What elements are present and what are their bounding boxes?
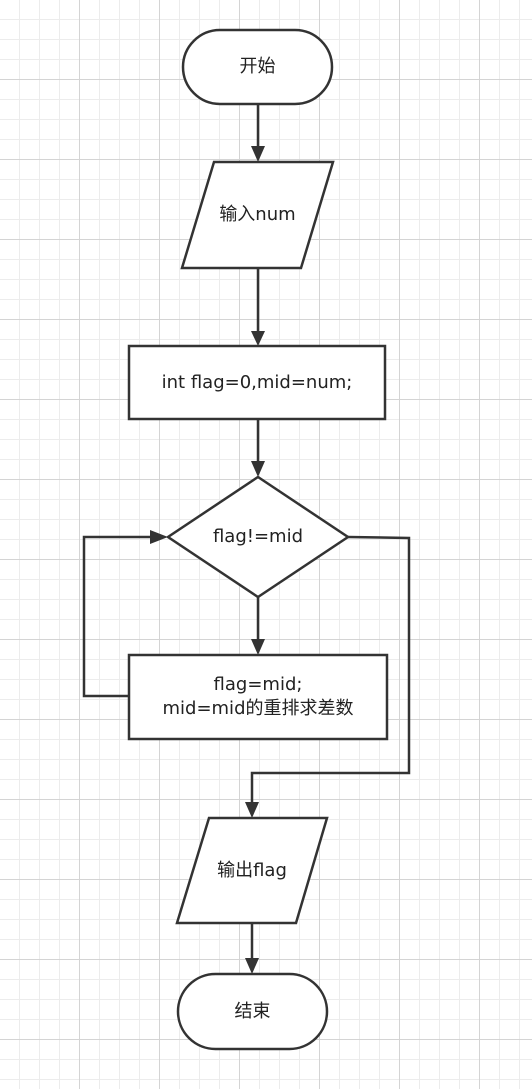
- arrowhead-condition-to-output: [245, 802, 259, 818]
- init-label: int flag=0,mid=num;: [129, 346, 385, 419]
- loop-body-line1: flag=mid;: [213, 674, 303, 695]
- arrowhead-start-to-input: [251, 146, 265, 162]
- input-text: 输入num: [219, 204, 296, 225]
- edge-loop-back: [82, 535, 152, 698]
- init-text: int flag=0,mid=num;: [161, 371, 353, 393]
- arrowhead-init-to-condition: [251, 461, 265, 477]
- end-text: 结束: [234, 1000, 271, 1022]
- output-text: 输出flag: [217, 859, 287, 881]
- input-label: 输入num: [182, 162, 333, 268]
- input-parallelogram[interactable]: [180, 160, 335, 270]
- arrowhead-loop-back: [150, 530, 168, 544]
- edge-condition-to-output: [250, 535, 411, 804]
- arrowhead-input-to-init: [251, 331, 265, 346]
- condition-label: flag!=mid: [168, 477, 348, 597]
- output-label: 输出flag: [177, 818, 327, 923]
- condition-text: flag!=mid: [212, 526, 304, 547]
- loop-body-label: flag=mid; mid=mid的重排求差数: [129, 655, 387, 739]
- start-text: 开始: [239, 56, 276, 77]
- end-terminal[interactable]: [176, 972, 329, 1051]
- loop-body-line2: mid=mid的重排求差数: [162, 698, 354, 719]
- arrowhead-output-to-end: [245, 958, 259, 974]
- arrowhead-condition-to-body: [251, 639, 265, 655]
- loop-body-process-box[interactable]: [127, 653, 389, 741]
- start-label: 开始: [183, 30, 332, 104]
- output-parallelogram[interactable]: [175, 816, 329, 925]
- end-label: 结束: [178, 974, 327, 1049]
